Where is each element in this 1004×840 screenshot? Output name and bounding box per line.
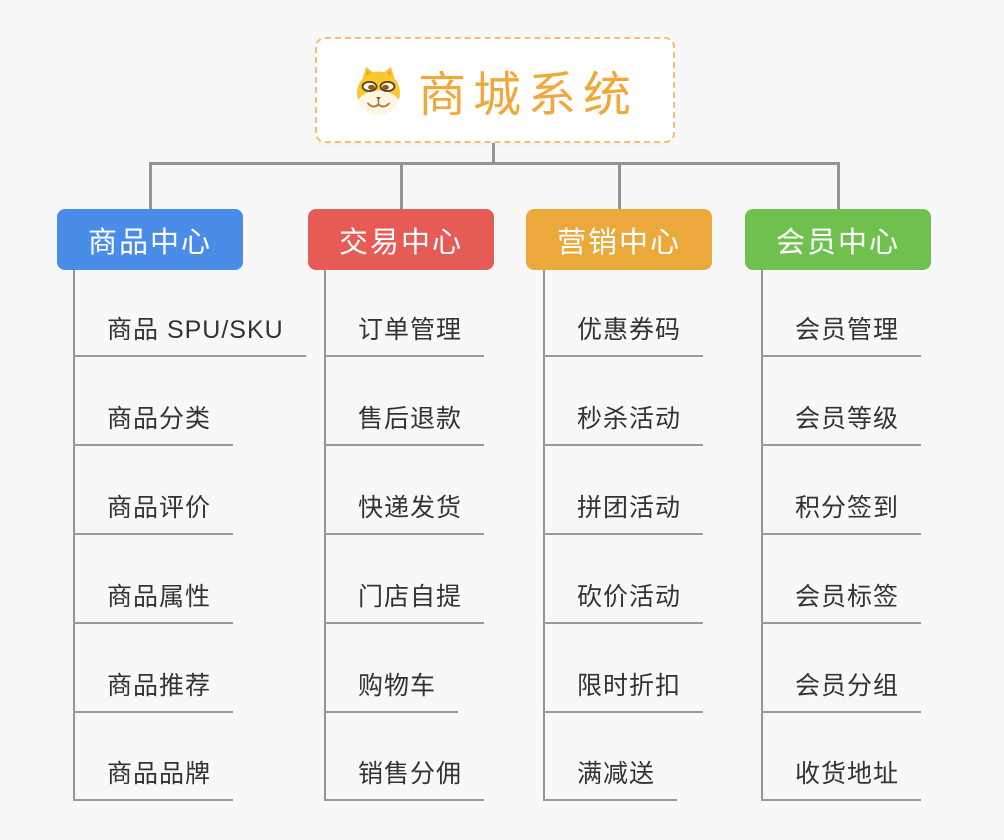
leaf-trade-center-2[interactable]: 快递发货 bbox=[324, 482, 485, 535]
leaf-member-center-0[interactable]: 会员管理 bbox=[761, 304, 922, 357]
leaf-product-center-2[interactable]: 商品评价 bbox=[73, 482, 234, 535]
doge-icon bbox=[352, 64, 405, 117]
branch-rail-line bbox=[150, 162, 840, 165]
branch-box-member-center[interactable]: 会员中心 bbox=[745, 209, 931, 270]
leaf-trade-center-1[interactable]: 售后退款 bbox=[324, 393, 485, 446]
branch-drop-marketing-center bbox=[618, 162, 621, 209]
root-node[interactable]: 商城系统 bbox=[315, 37, 675, 143]
leaf-trade-center-5[interactable]: 销售分佣 bbox=[324, 748, 485, 801]
leaf-trade-center-4[interactable]: 购物车 bbox=[324, 660, 459, 713]
leaf-marketing-center-4[interactable]: 限时折扣 bbox=[543, 660, 704, 713]
leaf-product-center-5[interactable]: 商品品牌 bbox=[73, 748, 234, 801]
branch-drop-product-center bbox=[149, 162, 152, 209]
leaf-member-center-5[interactable]: 收货地址 bbox=[761, 748, 922, 801]
branch-box-marketing-center[interactable]: 营销中心 bbox=[526, 209, 712, 270]
leaf-marketing-center-1[interactable]: 秒杀活动 bbox=[543, 393, 704, 446]
leaf-member-center-3[interactable]: 会员标签 bbox=[761, 571, 922, 624]
branch-box-trade-center[interactable]: 交易中心 bbox=[308, 209, 494, 270]
leaf-product-center-3[interactable]: 商品属性 bbox=[73, 571, 234, 624]
leaf-product-center-4[interactable]: 商品推荐 bbox=[73, 660, 234, 713]
leaf-product-center-1[interactable]: 商品分类 bbox=[73, 393, 234, 446]
branch-box-product-center[interactable]: 商品中心 bbox=[57, 209, 243, 270]
leaf-product-center-0[interactable]: 商品 SPU/SKU bbox=[73, 304, 306, 357]
leaf-marketing-center-3[interactable]: 砍价活动 bbox=[543, 571, 704, 624]
leaf-member-center-2[interactable]: 积分签到 bbox=[761, 482, 922, 535]
leaf-member-center-4[interactable]: 会员分组 bbox=[761, 660, 922, 713]
branch-drop-member-center bbox=[837, 162, 840, 209]
branch-drop-trade-center bbox=[400, 162, 403, 209]
leaf-marketing-center-0[interactable]: 优惠券码 bbox=[543, 304, 704, 357]
leaf-marketing-center-5[interactable]: 满减送 bbox=[543, 748, 678, 801]
leaf-trade-center-3[interactable]: 门店自提 bbox=[324, 571, 485, 624]
leaf-marketing-center-2[interactable]: 拼团活动 bbox=[543, 482, 704, 535]
leaf-trade-center-0[interactable]: 订单管理 bbox=[324, 304, 485, 357]
root-title: 商城系统 bbox=[417, 69, 638, 122]
root-drop-line bbox=[492, 143, 495, 165]
leaf-member-center-1[interactable]: 会员等级 bbox=[761, 393, 922, 446]
